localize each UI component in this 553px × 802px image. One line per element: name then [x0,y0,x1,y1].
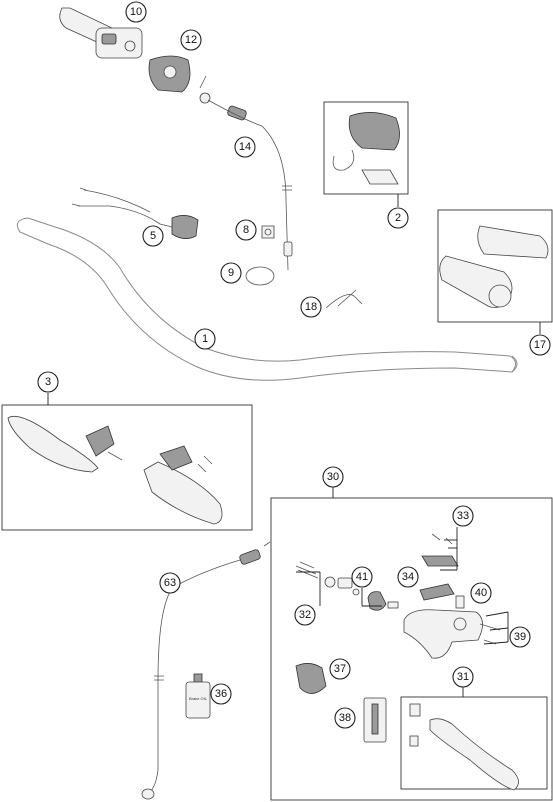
svg-text:41: 41 [356,571,368,583]
callout-39: 39 [509,626,531,648]
callout-63: 63 [159,572,181,594]
callout-10: 10 [125,1,147,23]
cable-tie [325,289,363,309]
kill-switch [71,187,199,239]
o-ring [245,266,275,286]
callout-38: 38 [334,707,356,729]
callout-18: 18 [300,296,322,318]
callout-2: 2 [387,207,409,229]
svg-text:9: 9 [228,267,234,279]
svg-text:17: 17 [534,339,546,351]
callout-32: 32 [294,604,316,626]
frame-part-3 [1,404,253,531]
handlebar [16,217,516,381]
svg-text:3: 3 [45,376,51,388]
bottle-label: Brake OIL [189,696,208,701]
throttle-housing-cover [148,55,191,93]
callout-9: 9 [220,262,242,284]
callout-33: 33 [452,505,474,527]
callout-14: 14 [234,136,256,158]
bellow-boot [367,591,399,611]
svg-text:34: 34 [402,571,414,583]
leader-39d [483,641,509,645]
svg-text:32: 32 [299,609,311,621]
clutch-lever [409,703,519,791]
leader-39b [485,611,509,617]
frame-part-2 [323,101,409,195]
frame-part-30 [270,497,553,801]
svg-text:10: 10 [130,6,142,18]
callout-5: 5 [142,225,164,247]
svg-text:31: 31 [457,671,469,683]
cable-adjuster [261,225,275,239]
svg-text:14: 14 [239,141,251,153]
svg-text:33: 33 [457,510,469,522]
svg-text:30: 30 [327,471,339,483]
svg-text:36: 36 [215,688,227,700]
svg-text:1: 1 [202,333,208,345]
leader-39c [489,627,509,631]
callout-34: 34 [397,566,419,588]
hand-guard-right [143,445,223,525]
svg-text:8: 8 [243,224,249,236]
handlebar-end [511,355,518,373]
svg-text:5: 5 [150,230,156,242]
callout-40: 41 [351,566,373,588]
svg-text:38: 38 [339,712,351,724]
piston-kit [295,561,360,596]
master-cylinder [403,595,501,659]
reservoir-cover [421,533,459,567]
diaphragm [419,583,455,601]
throttle-grip [59,7,143,59]
frame-part-17 [437,209,553,323]
clutch-cable [141,541,271,800]
hand-guard-cover-set [332,112,400,185]
grip-set [439,225,549,309]
pin-sleeve [363,697,387,743]
callout-36: 36 [210,683,232,705]
svg-text:39: 39 [514,631,526,643]
svg-text:12: 12 [185,34,197,46]
svg-text:37: 37 [334,663,346,675]
svg-text:63: 63 [164,577,176,589]
throttle-cable [199,75,293,271]
frame-part-31 [400,696,548,790]
callout-37: 37 [329,658,351,680]
brake-oil-bottle: Brake OIL [185,673,211,719]
hand-guard-left [7,415,123,473]
callout-12: 12 [180,29,202,51]
callout-30: 30 [322,466,344,488]
callout-41: 40 [470,582,492,604]
callout-17: 17 [529,334,551,356]
callout-31: 31 [452,666,474,688]
callout-1: 1 [194,328,216,350]
svg-text:18: 18 [305,301,317,313]
svg-text:40: 40 [475,587,487,599]
callout-3: 3 [37,371,59,393]
callout-8: 8 [235,219,257,241]
clamp [295,663,327,694]
svg-text:2: 2 [395,212,401,224]
